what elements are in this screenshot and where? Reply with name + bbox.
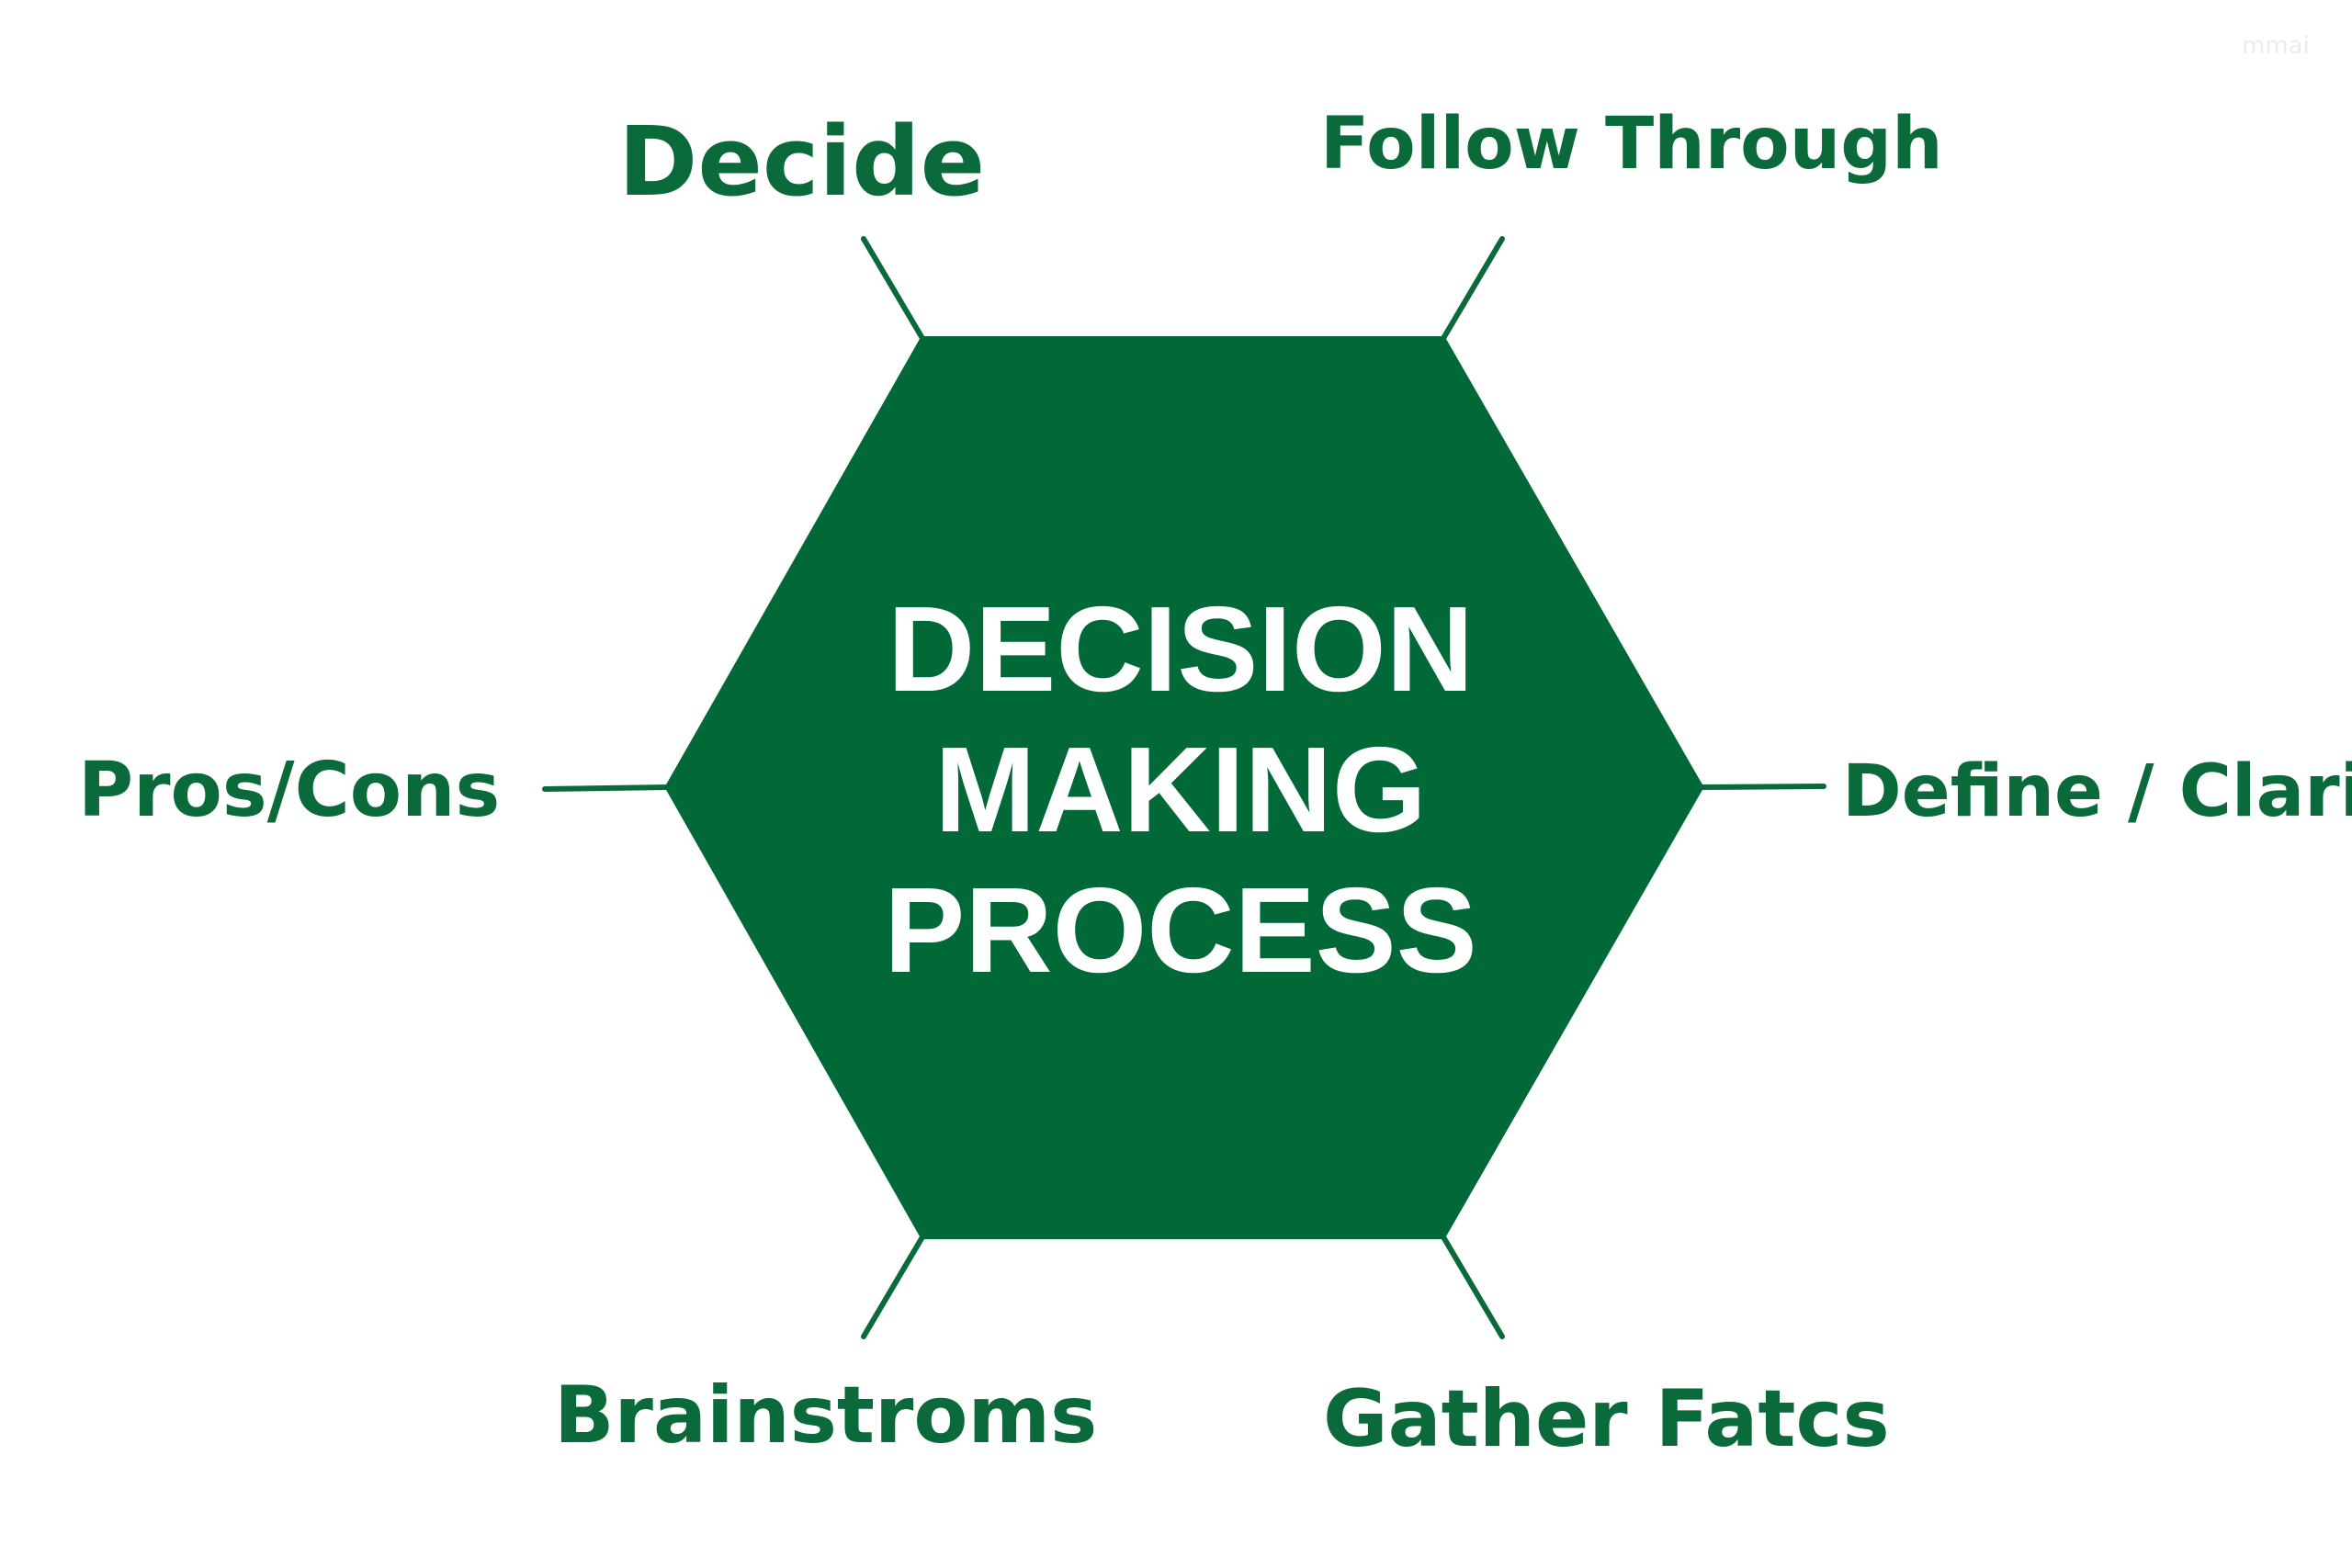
connector-brainstorms bbox=[861, 1233, 926, 1339]
center-hexagon bbox=[665, 336, 1703, 1239]
label-define-clarity: Define / Clarity bbox=[1842, 750, 2352, 833]
outer-labels: Decide Follow Through Pros/Cons Define /… bbox=[78, 103, 2352, 1465]
connector-define-clarity bbox=[1697, 784, 1826, 790]
connector-gather-facts bbox=[1440, 1233, 1505, 1339]
center-title-line-2: MAKING bbox=[934, 722, 1426, 857]
center-title: DECISION MAKING PROCESS bbox=[884, 581, 1477, 998]
label-gather-facts: Gather Fatcs bbox=[1323, 1373, 1890, 1465]
center-title-line-3: PROCESS bbox=[884, 863, 1477, 998]
watermark-logo: mmai bbox=[2242, 32, 2310, 60]
connector-decide bbox=[861, 236, 926, 343]
connectors bbox=[542, 236, 1826, 1339]
label-follow-through: Follow Through bbox=[1320, 103, 1943, 186]
label-pros-cons: Pros/Cons bbox=[78, 747, 500, 834]
connector-pros-cons bbox=[542, 784, 672, 792]
center-title-line-1: DECISION bbox=[888, 581, 1474, 716]
label-brainstorms: Brainstroms bbox=[554, 1370, 1097, 1461]
connector-follow-through bbox=[1440, 236, 1505, 343]
label-decide: Decide bbox=[618, 106, 985, 218]
